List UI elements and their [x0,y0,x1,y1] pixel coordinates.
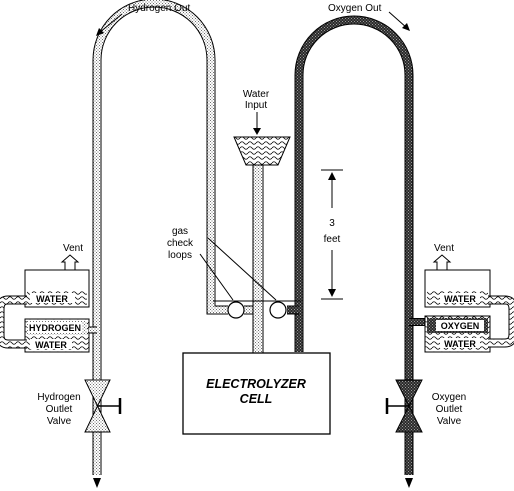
water-input-label-1: Water [243,89,270,100]
gas-check-label-3: loops [168,250,192,261]
vent-right-label: Vent [434,243,454,254]
hydrogen-out-label: Hydrogen Out [128,3,190,14]
left-upper-water-label: WATER [36,294,68,304]
oxygen-drain-arrow [405,478,413,488]
check-loop-left [227,301,245,319]
oxygen-out-arrow [388,11,410,31]
height-dimension [321,169,343,300]
right-tank-assembly [424,254,514,353]
water-input-label-2: Input [245,100,267,111]
electrolyzer-cell-label-1: ELECTROLYZER [206,377,306,391]
left-tank-assembly [0,254,97,353]
oxygen-out-label: Oxygen Out [328,3,382,14]
right-upper-water-label: WATER [444,294,476,304]
right-lower-water-label: WATER [444,339,476,349]
oxygen-outlet-valve [385,379,423,433]
vent-left-label: Vent [63,243,83,254]
oxygen-valve-label-2: Outlet [436,404,463,415]
hydrogen-valve-label-2: Outlet [46,404,73,415]
water-input-pipe [252,164,264,354]
oxygen-pipe [287,15,432,475]
height-unit: feet [324,234,341,245]
water-input-arrow [253,112,261,135]
right-oxygen-label: OXYGEN [441,321,480,331]
hydrogen-pipe [92,0,253,475]
check-loop-right [269,301,287,319]
gas-check-label-2: check [167,238,194,249]
hydrogen-valve-label-1: Hydrogen [37,392,80,403]
gas-check-label-1: gas [172,226,188,237]
oxygen-valve-label-1: Oxygen [432,392,466,403]
hydrogen-outlet-valve [84,379,122,433]
hydrogen-out-arrow [96,13,123,36]
hydrogen-valve-label-3: Valve [47,416,72,427]
left-lower-water-label: WATER [35,340,67,350]
water-input-funnel [233,136,291,166]
oxygen-valve-label-3: Valve [437,416,462,427]
hydrogen-drain-arrow [93,478,101,488]
left-hydrogen-label: HYDROGEN [29,323,81,333]
gas-check-loops [199,237,301,319]
height-value: 3 [329,218,335,229]
electrolyzer-cell-label-2: CELL [240,392,273,406]
electrolyzer-cell [182,352,331,435]
